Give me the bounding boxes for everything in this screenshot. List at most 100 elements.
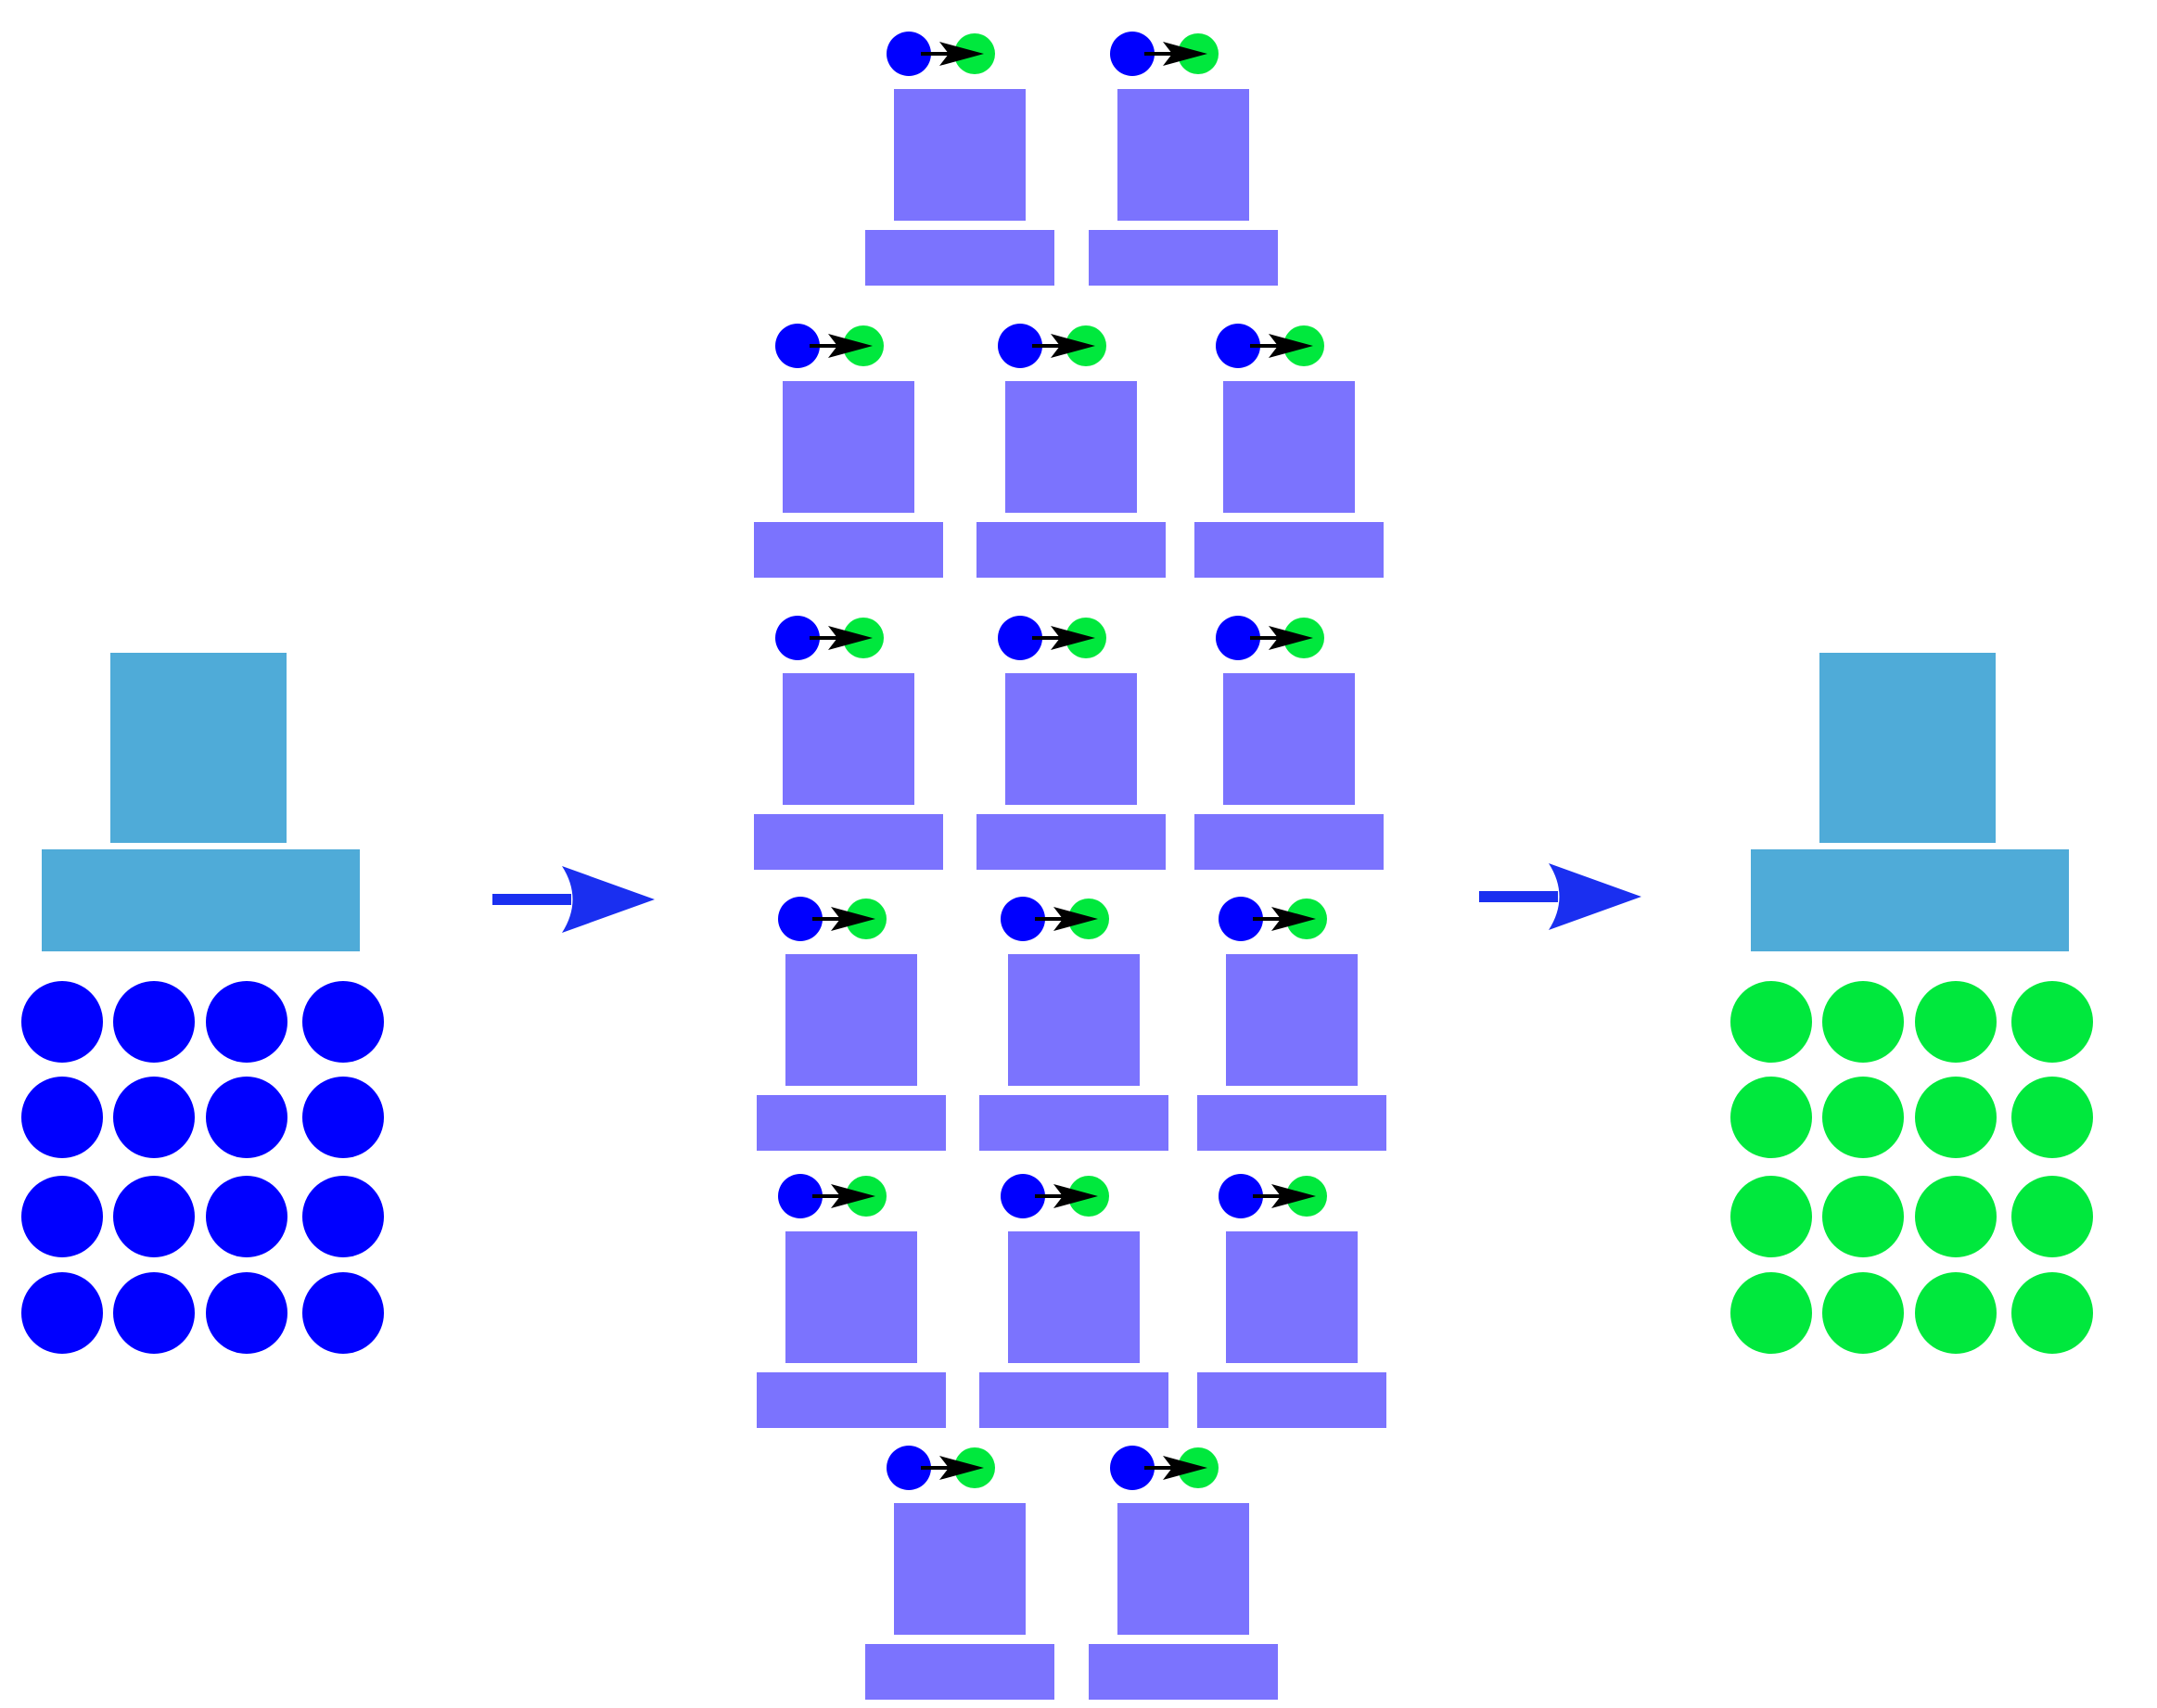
- input-data-dot: [206, 1272, 287, 1354]
- output-data-dot: [1822, 981, 1904, 1063]
- worker-computer: [1197, 897, 1386, 1151]
- worker-computer: [757, 1174, 946, 1428]
- worker-monitor: [894, 89, 1026, 221]
- input-data-dot: [302, 981, 384, 1063]
- input-dot: [775, 616, 820, 660]
- worker-base: [1197, 1372, 1386, 1428]
- output-computer-monitor: [1819, 653, 1996, 843]
- worker-computer: [1194, 324, 1384, 578]
- transform-arrow-head: [1163, 1456, 1207, 1480]
- output-data-dot: [2011, 1077, 2093, 1158]
- transform-arrow-head: [1053, 1184, 1098, 1208]
- input-data-dot: [21, 981, 103, 1063]
- input-dot: [1216, 324, 1260, 368]
- worker-computer: [976, 324, 1166, 578]
- input-data-dot: [302, 1176, 384, 1257]
- worker-base: [757, 1372, 946, 1428]
- output-data-dot: [1822, 1077, 1904, 1158]
- input-data-dot: [113, 1176, 195, 1257]
- output-data-dot: [2011, 981, 2093, 1063]
- worker-monitor: [1117, 1503, 1249, 1635]
- worker-base: [1089, 230, 1278, 286]
- transform-arrow-head: [828, 334, 873, 358]
- input-dot: [778, 897, 823, 941]
- output-data-dot: [1915, 981, 1997, 1063]
- flow-arrow-right-head: [1549, 863, 1641, 930]
- input-dot: [887, 32, 931, 76]
- output-data-dot: [1730, 1077, 1812, 1158]
- worker-computer: [757, 897, 946, 1151]
- input-computer-monitor: [110, 653, 287, 843]
- worker-base: [976, 522, 1166, 578]
- output-data-dot: [1730, 1272, 1812, 1354]
- worker-computer: [1197, 1174, 1386, 1428]
- input-data-dot: [21, 1272, 103, 1354]
- worker-monitor: [785, 954, 917, 1086]
- output-data-dot: [1915, 1077, 1997, 1158]
- worker-computer: [1089, 32, 1278, 286]
- worker-computer: [979, 1174, 1168, 1428]
- worker-computer: [754, 324, 943, 578]
- worker-base: [865, 1644, 1054, 1700]
- flow-arrow-left: [492, 866, 655, 933]
- input-dot: [1219, 1174, 1263, 1218]
- worker-monitor: [783, 673, 914, 805]
- transform-arrow-head: [939, 1456, 984, 1480]
- input-data-dot: [302, 1077, 384, 1158]
- output-computer-group: [1730, 653, 2093, 1354]
- worker-monitor: [1223, 381, 1355, 513]
- worker-base: [1089, 1644, 1278, 1700]
- worker-computers-grid: [754, 32, 1386, 1700]
- flow-arrow-right: [1479, 863, 1641, 930]
- input-data-dot: [113, 1272, 195, 1354]
- worker-computer: [1089, 1446, 1278, 1700]
- worker-base: [979, 1095, 1168, 1151]
- transform-arrow-head: [1269, 334, 1313, 358]
- input-dot: [998, 324, 1042, 368]
- output-data-dot: [1915, 1176, 1997, 1257]
- worker-monitor: [894, 1503, 1026, 1635]
- worker-monitor: [783, 381, 914, 513]
- flow-arrow-left-shaft: [492, 894, 571, 905]
- input-data-dot: [206, 1077, 287, 1158]
- input-data-dot: [21, 1176, 103, 1257]
- transform-arrow-head: [828, 626, 873, 650]
- worker-base: [1194, 522, 1384, 578]
- worker-monitor: [785, 1231, 917, 1363]
- transform-arrow-head: [1051, 626, 1095, 650]
- worker-base: [865, 230, 1054, 286]
- input-data-dot: [113, 1077, 195, 1158]
- output-data-dot: [2011, 1176, 2093, 1257]
- worker-monitor: [1226, 954, 1358, 1086]
- input-dot: [1110, 1446, 1155, 1490]
- input-data-dot: [21, 1077, 103, 1158]
- output-data-dot: [1822, 1176, 1904, 1257]
- input-data-dot: [302, 1272, 384, 1354]
- input-dot: [1001, 1174, 1045, 1218]
- worker-base: [754, 814, 943, 870]
- input-dot: [998, 616, 1042, 660]
- worker-base: [1197, 1095, 1386, 1151]
- flow-arrow-right-shaft: [1479, 891, 1558, 902]
- worker-computer: [976, 616, 1166, 870]
- worker-computer: [865, 32, 1054, 286]
- input-dot: [1110, 32, 1155, 76]
- worker-monitor: [1223, 673, 1355, 805]
- transform-arrow-head: [831, 1184, 875, 1208]
- worker-computer: [754, 616, 943, 870]
- transform-arrow-head: [831, 907, 875, 931]
- input-computer-base: [42, 849, 360, 951]
- worker-monitor: [1117, 89, 1249, 221]
- worker-monitor: [1008, 1231, 1140, 1363]
- transform-arrow-head: [1163, 42, 1207, 66]
- transform-arrow-head: [1269, 626, 1313, 650]
- input-data-dot: [206, 1176, 287, 1257]
- worker-base: [1194, 814, 1384, 870]
- input-dot: [1219, 897, 1263, 941]
- transform-arrow-head: [1053, 907, 1098, 931]
- input-dot: [1216, 616, 1260, 660]
- input-dot: [1001, 897, 1045, 941]
- transform-arrow-head: [1271, 907, 1316, 931]
- worker-monitor: [1005, 381, 1137, 513]
